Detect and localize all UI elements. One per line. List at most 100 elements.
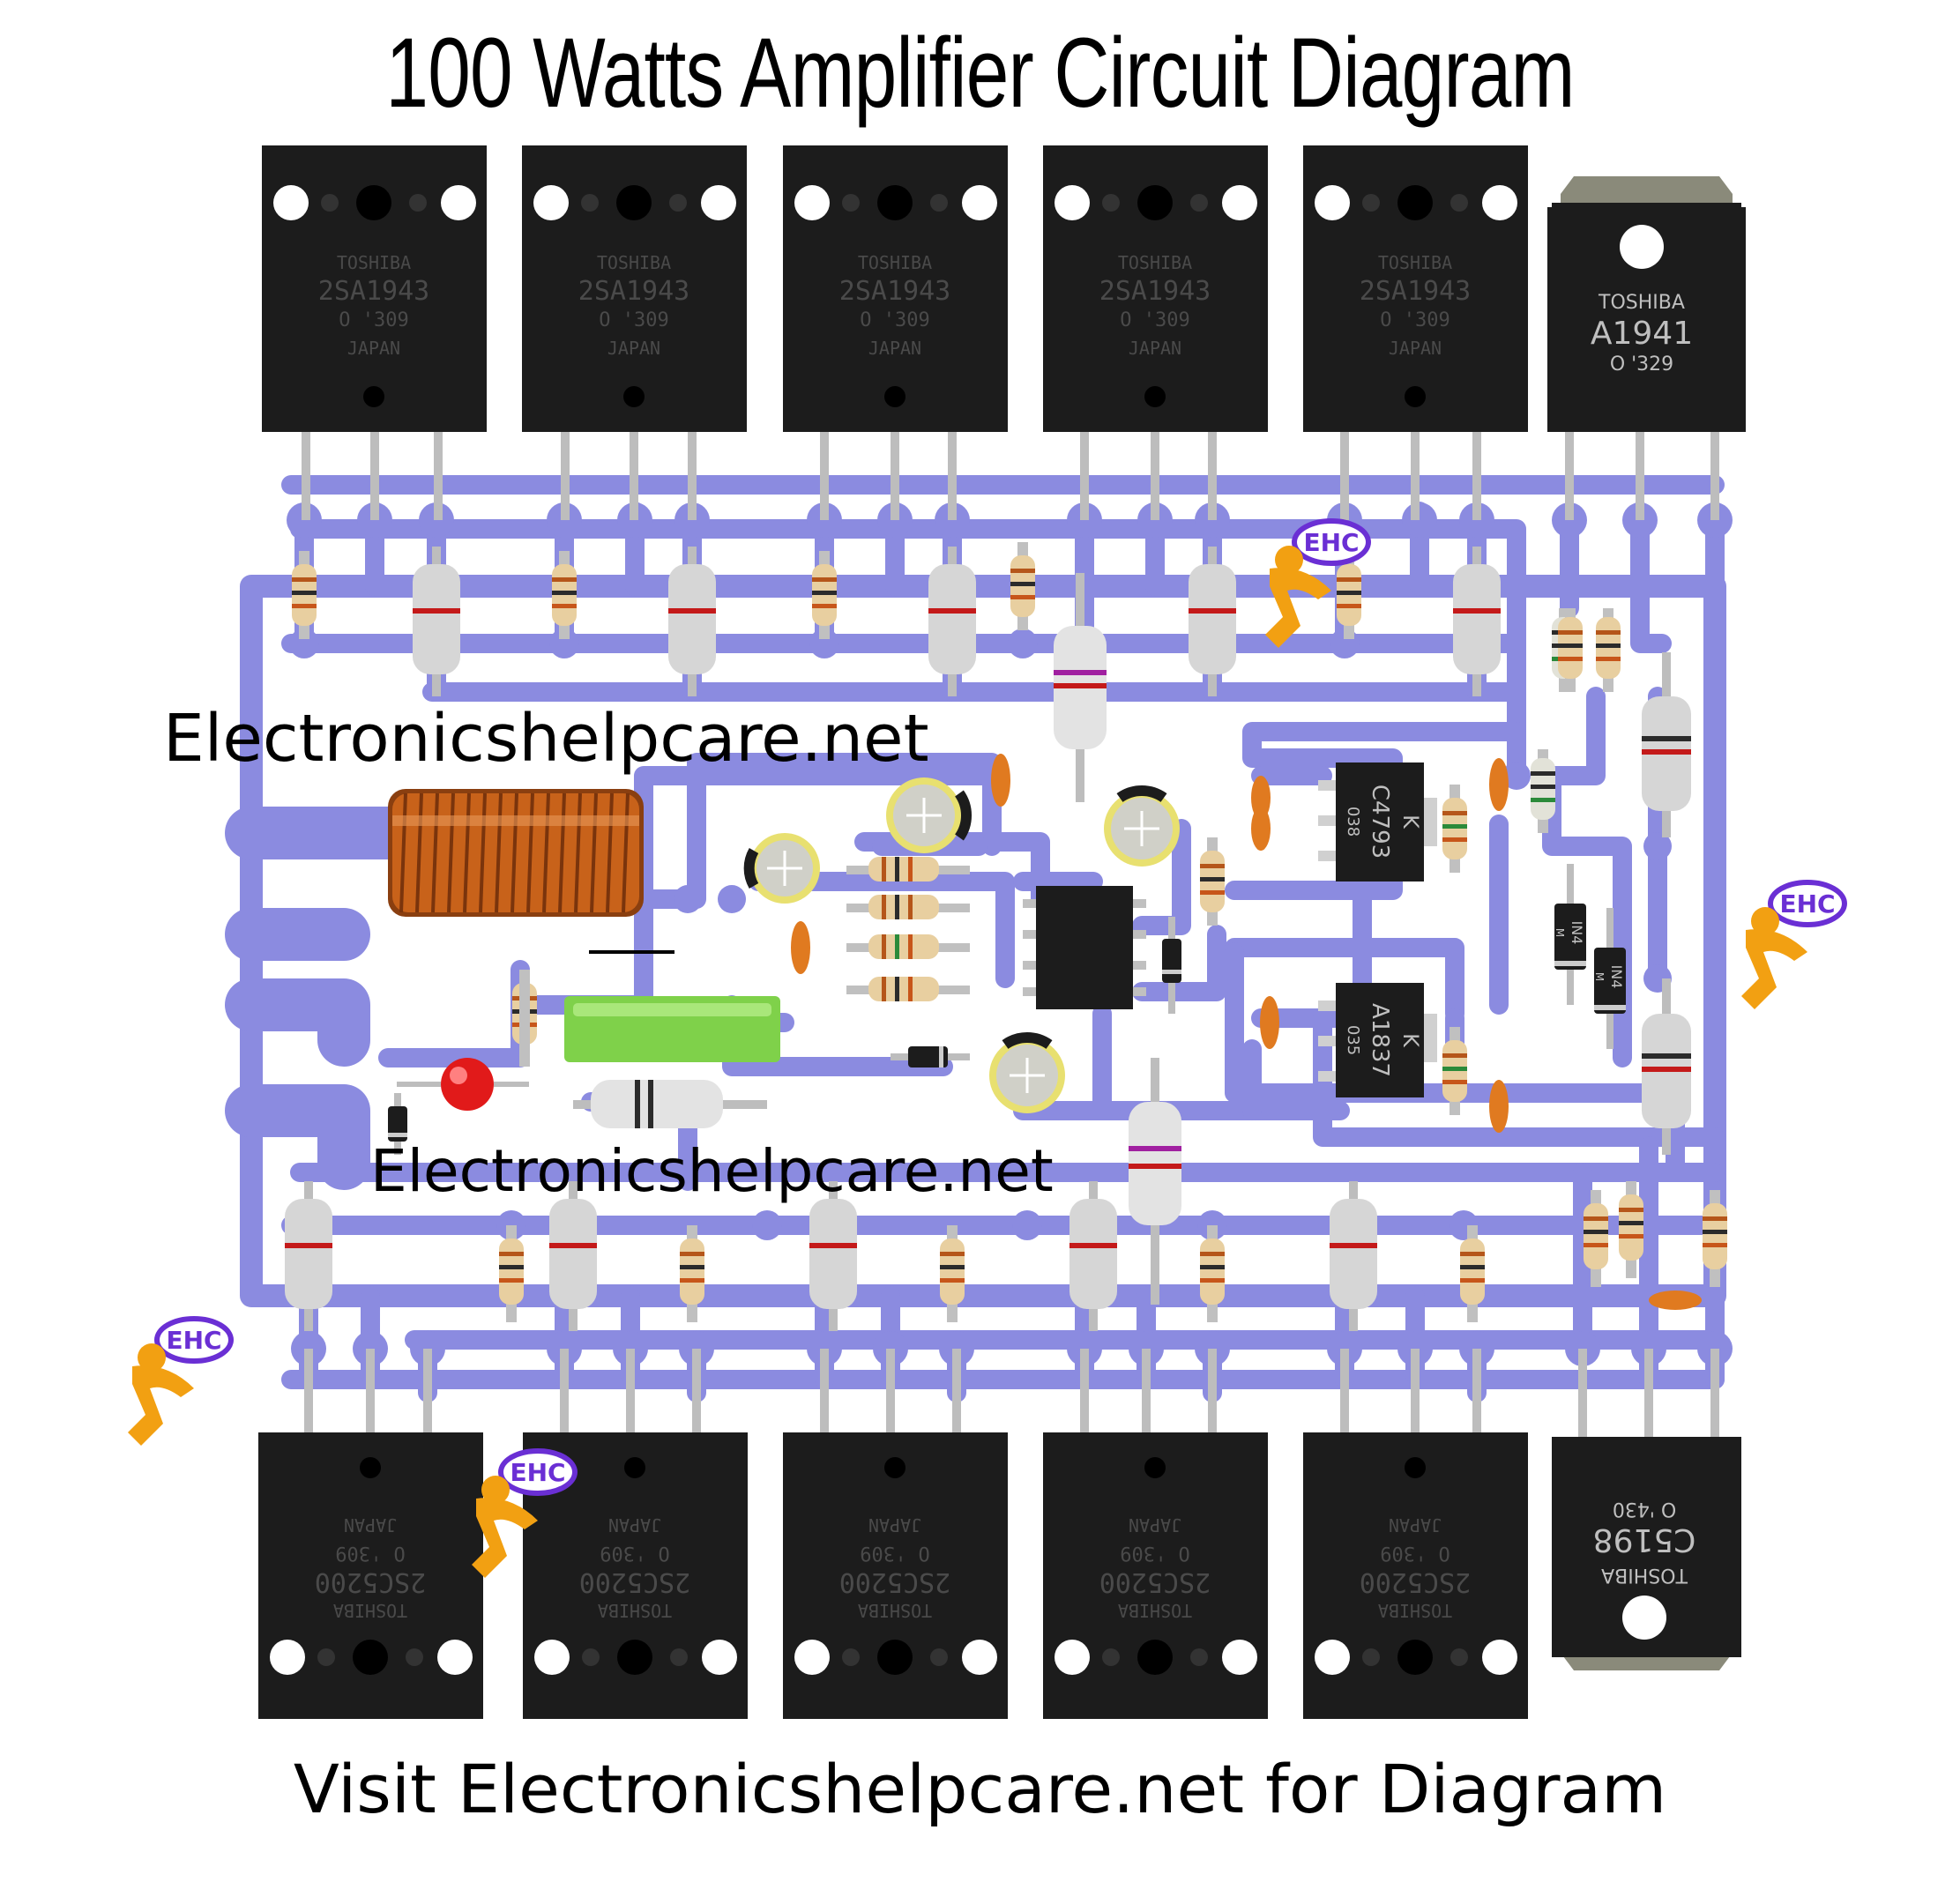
power-resistor (1642, 978, 1691, 1155)
resistor (292, 551, 317, 639)
brand-text: TOSHIBA (858, 1600, 932, 1621)
part-text: 2SC5200 (1099, 1566, 1211, 1597)
led (397, 1058, 529, 1111)
power-resistor (928, 547, 976, 696)
capacitor (886, 777, 973, 853)
watermark-text-2: Electronicshelpcare.net (370, 1137, 1054, 1205)
origin-text: JAPAN (607, 338, 660, 359)
bottom-power-transistor-5: TOSHIBA 2SC5200 O '309 JAPAN (1303, 1349, 1528, 1719)
part-text: C4793 (1367, 785, 1393, 859)
power-resistor (668, 547, 716, 696)
part-text: A1837 (1367, 1003, 1393, 1077)
bottom-power-transistor-1: TOSHIBA 2SC5200 O '309 JAPAN (258, 1349, 483, 1719)
resistor (680, 1225, 704, 1322)
ehc-logo-3: EHC (128, 1316, 234, 1446)
top-power-transistor-4: TOSHIBA 2SA1943 O '309 JAPAN (1043, 145, 1268, 520)
diode-label: IN4 (1608, 965, 1625, 989)
bottom-power-transistor-4: TOSHIBA 2SC5200 O '309 JAPAN (1043, 1349, 1268, 1719)
brand-text: TOSHIBA (337, 252, 411, 273)
resistor (846, 934, 970, 959)
resistor (812, 551, 837, 639)
power-resistor (809, 1181, 857, 1331)
power-resistor (549, 1181, 597, 1331)
capacitor (743, 833, 820, 904)
origin-text: JAPAN (1129, 1514, 1181, 1536)
diode (891, 1046, 970, 1067)
logo-text: EHC (1303, 528, 1359, 557)
brand-text: TOSHIBA (1601, 1564, 1688, 1586)
ehc-logo-1: EHC (1265, 518, 1371, 648)
origin-text: JAPAN (1129, 338, 1181, 359)
resistor (846, 895, 970, 919)
top-driver-transistor: TOSHIBA A1941 O '329 (1547, 176, 1746, 520)
resistor (1200, 837, 1225, 926)
resistor (552, 551, 577, 639)
part-text: 2SA1943 (839, 276, 950, 307)
resistor (1200, 1225, 1225, 1322)
brand-text: TOSHIBA (1378, 252, 1452, 273)
resistor (1703, 1190, 1727, 1287)
code-text: O '329 (1610, 353, 1673, 376)
power-resistor (285, 1181, 332, 1331)
diode-in4-2: IN4 M (1593, 908, 1626, 1049)
code-text: O '309 (600, 1542, 669, 1564)
resistor (1596, 608, 1621, 692)
code-text: O '309 (1380, 309, 1450, 331)
origin-text: JAPAN (1389, 1514, 1442, 1536)
smd-transistor-c4793: K C4793 038 (1318, 762, 1437, 881)
resistor (1010, 542, 1035, 630)
footer-text: Visit Electronicshelpcare.net for Diagra… (293, 1750, 1667, 1828)
power-resistor (1453, 547, 1501, 696)
logo-text: EHC (1779, 889, 1835, 919)
resistor (940, 1225, 965, 1322)
resistor-left (519, 978, 530, 1067)
capacitor (989, 1031, 1065, 1113)
power-resistor (1642, 652, 1691, 837)
resistor (1442, 785, 1467, 873)
bottom-power-transistor-3: TOSHIBA 2SC5200 O '309 JAPAN (783, 1349, 1008, 1719)
diode-in4-1: IN4 M (1554, 864, 1586, 1005)
code-text: O '309 (860, 1542, 929, 1564)
top-power-transistor-5: TOSHIBA 2SA1943 O '309 JAPAN (1303, 145, 1528, 520)
smd-transistor-a1837: K A1837 035 (1318, 983, 1437, 1097)
capacitor (1104, 785, 1180, 867)
origin-text: JAPAN (608, 1514, 661, 1536)
resistor (1337, 551, 1361, 639)
brand-text: TOSHIBA (1378, 1600, 1452, 1621)
diode (388, 1093, 407, 1155)
part-text: 2SA1943 (578, 276, 689, 307)
brand-text: TOSHIBA (858, 252, 932, 273)
resistor (1584, 1190, 1608, 1287)
brand-text: TOSHIBA (598, 1600, 672, 1621)
power-resistors (285, 547, 1691, 1331)
origin-text: JAPAN (347, 338, 400, 359)
top-power-transistor-1: TOSHIBA 2SA1943 O '309 JAPAN (262, 145, 487, 520)
power-resistor (1189, 547, 1236, 696)
code-text: O '309 (1120, 1542, 1189, 1564)
code-text: O '430 (1613, 1498, 1676, 1520)
code-text: 038 (1344, 807, 1362, 837)
resistor (1531, 749, 1555, 833)
op-amp-ic (1023, 886, 1146, 1009)
diode (1162, 917, 1181, 1014)
part-text: 2SC5200 (839, 1566, 950, 1597)
power-resistor (1330, 1181, 1377, 1331)
code-text: O '309 (335, 1542, 405, 1564)
part-text: 2SA1943 (1099, 276, 1211, 307)
logo-text: EHC (166, 1326, 221, 1355)
part-text: 2SC5200 (579, 1566, 690, 1597)
green-capacitor (564, 996, 780, 1062)
origin-text: JAPAN (868, 338, 921, 359)
resistor (499, 1225, 524, 1322)
mark-text: K (1398, 1033, 1423, 1048)
logo-text: EHC (510, 1458, 565, 1487)
diode-label: IN4 (1569, 921, 1585, 945)
electrolytic-capacitors (743, 777, 1180, 1113)
code-text: O '309 (860, 309, 929, 331)
power-resistor (573, 1080, 767, 1128)
origin-text: JAPAN (868, 1514, 921, 1536)
resistor (846, 977, 970, 1001)
ehc-logo-2: EHC (1741, 880, 1847, 1009)
power-resistor (413, 547, 460, 696)
brand-text: TOSHIBA (333, 1600, 407, 1621)
